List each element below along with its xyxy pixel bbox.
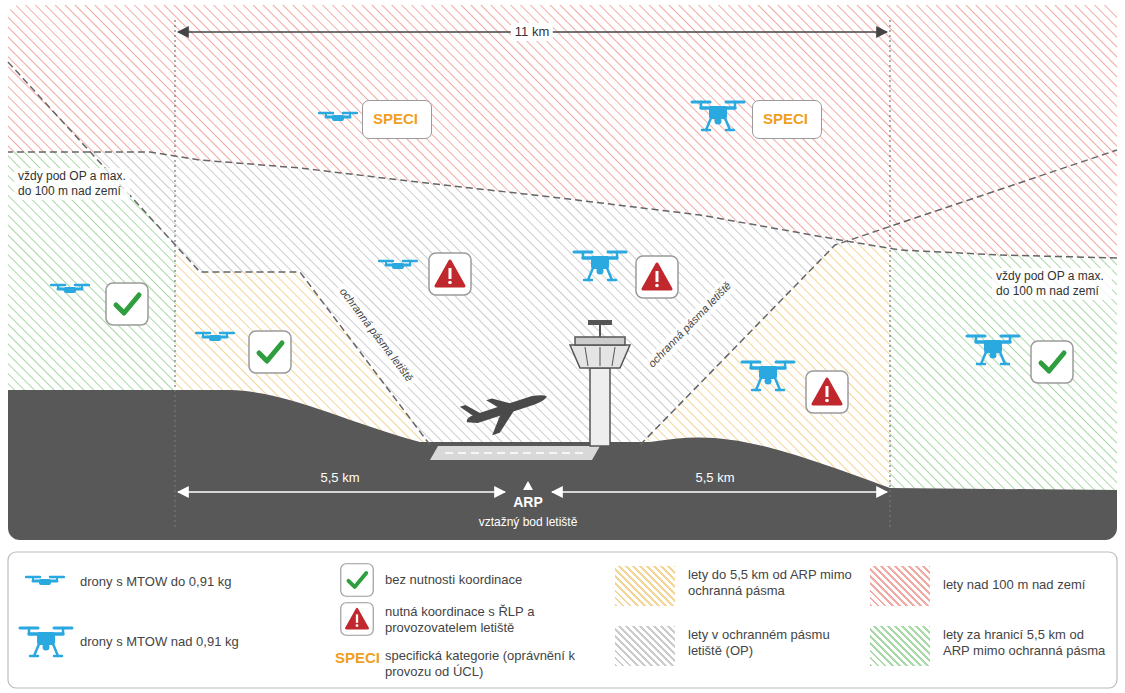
speci-badge: SPECI [752, 100, 822, 139]
ground [8, 390, 1117, 540]
zone-name: ochranná pásma letiště [333, 282, 419, 389]
check-badge [106, 283, 148, 325]
warning-badge [806, 371, 848, 413]
large-drone [20, 628, 72, 656]
legend-text: lety nad 100 m nad zemí [943, 577, 1108, 593]
warning-badge [429, 253, 471, 295]
legend-frame [8, 552, 1117, 688]
category-tag: SPECI [373, 110, 421, 127]
runway-marking [445, 452, 585, 454]
legend-swatch [870, 566, 930, 606]
zone-name: ochranná pásma letiště [642, 276, 738, 375]
legend-text: lety do 5,5 km od ARP mimo ochranná pásm… [688, 567, 853, 600]
legend-text: lety v ochranném pásmu letiště (OP) [688, 627, 853, 660]
airplane [460, 380, 553, 442]
zone-note: vždy pod OP a max. do 100 m nad zemí [14, 168, 130, 200]
legend-text: lety za hranicí 5,5 km od ARP mimo ochra… [943, 627, 1108, 660]
legend-swatch [870, 626, 930, 666]
speci-badge: SPECI [362, 100, 432, 139]
dimension-label: 5,5 km [695, 470, 734, 486]
legend-text: bez nutnosti koordinace [385, 572, 595, 588]
legend-text: specifická kategorie (oprávnění k provoz… [385, 648, 590, 681]
legend-text: drony s MTOW nad 0,91 kg [80, 634, 310, 650]
dimension-label: 5,5 km [320, 470, 359, 486]
boundary-line [174, 20, 175, 530]
legend-swatch [615, 626, 675, 666]
large-drone [967, 336, 1019, 364]
small-drone [319, 113, 357, 121]
green-zone [8, 5, 1117, 540]
zone-note: vždy pod OP a max. do 100 m nad zemí [992, 268, 1112, 300]
small-drone [51, 285, 89, 293]
large-drone [574, 252, 626, 280]
small-drone [379, 261, 417, 269]
runway [430, 446, 600, 460]
small-drone [196, 333, 234, 341]
check-badge [249, 331, 291, 373]
dimension-arrow [552, 491, 887, 493]
arp-marker [523, 481, 533, 490]
limit-100m-line [8, 152, 1117, 258]
check-badge [1031, 341, 1073, 383]
boundary-line [889, 20, 890, 530]
warning-badge [636, 256, 678, 298]
legend-text: drony s MTOW do 0,91 kg [80, 574, 310, 590]
arp-description: vztažný bod letiště [479, 515, 578, 530]
large-drone [742, 362, 794, 390]
control-tower [570, 320, 630, 446]
small-drone [26, 577, 64, 585]
above-100m-zone [8, 5, 1117, 258]
protection-zone [8, 5, 1117, 445]
large-drone [692, 102, 744, 130]
warning-icon [341, 603, 373, 635]
dimension-label: 11 km [511, 23, 553, 41]
legend-text: nutná koordinace s ŘLP a provozovatelem … [385, 604, 590, 637]
legend-swatch [615, 566, 675, 606]
dimension-arrow [178, 491, 505, 493]
check-icon [341, 564, 373, 596]
category-tag: SPECI [763, 110, 811, 127]
protection-zone-line [640, 150, 1117, 445]
arp-label: ARP [513, 494, 543, 512]
category-tag: SPECI [335, 649, 380, 668]
